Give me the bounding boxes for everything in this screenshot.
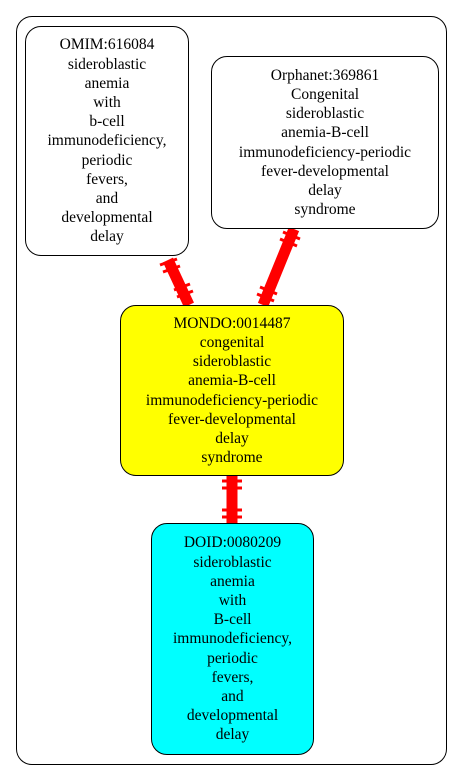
node-label-line: anemia-B-cell <box>281 124 369 142</box>
node-label-line: fevers, <box>86 170 128 188</box>
node-label-line: syndrome <box>201 449 263 467</box>
node-label-line: immunodeficiency-periodic <box>238 143 412 161</box>
node-id-label: OMIM:616084 <box>59 36 155 54</box>
node-label-line: Congenital <box>290 85 360 103</box>
node-label-line: delay <box>308 181 342 199</box>
node-label-line: delay <box>90 228 124 246</box>
node-label-line: B-cell <box>213 611 252 629</box>
node-label-line: fever-developmental <box>168 410 296 428</box>
node-label-line: congenital <box>199 333 265 351</box>
node-label-line: sideroblastic <box>67 55 147 73</box>
node-label-line: developmental <box>61 209 153 227</box>
node-id-label: Orphanet:369861 <box>270 66 380 84</box>
node-label-line: immunodeficiency-periodic <box>145 391 319 409</box>
node-label-line: anemia <box>210 572 255 590</box>
node-label-line: anemia-B-cell <box>188 372 276 390</box>
node-label-line: immunodeficiency, <box>47 132 167 150</box>
node-label-line: and <box>221 688 244 705</box>
node-label-line: with <box>218 591 247 609</box>
node-label-line: sideroblastic <box>285 105 365 123</box>
node-label-line: immunodeficiency, <box>172 630 293 648</box>
node-label-line: syndrome <box>294 201 356 219</box>
node-label-line: developmental <box>186 707 279 725</box>
node-label-line: fevers, <box>211 668 254 686</box>
node-label-line: periodic <box>207 649 258 667</box>
node-label-line: b-cell <box>89 113 125 131</box>
node-id-label: DOID:0080209 <box>183 534 282 552</box>
node-id-label: MONDO:0014487 <box>173 314 291 332</box>
node-label-line: fever-developmental <box>261 162 389 180</box>
node-label-line: delay <box>215 429 249 447</box>
node-label-line: sideroblastic <box>192 353 272 371</box>
node-label-line: sideroblastic <box>193 553 272 571</box>
node-label-line: periodic <box>81 151 133 169</box>
node-label-line: delay <box>215 726 250 744</box>
graph-cluster <box>16 16 447 765</box>
node-label-line: and <box>95 190 119 207</box>
node-label-line: with <box>93 93 121 111</box>
node-label-line: anemia <box>84 74 130 92</box>
